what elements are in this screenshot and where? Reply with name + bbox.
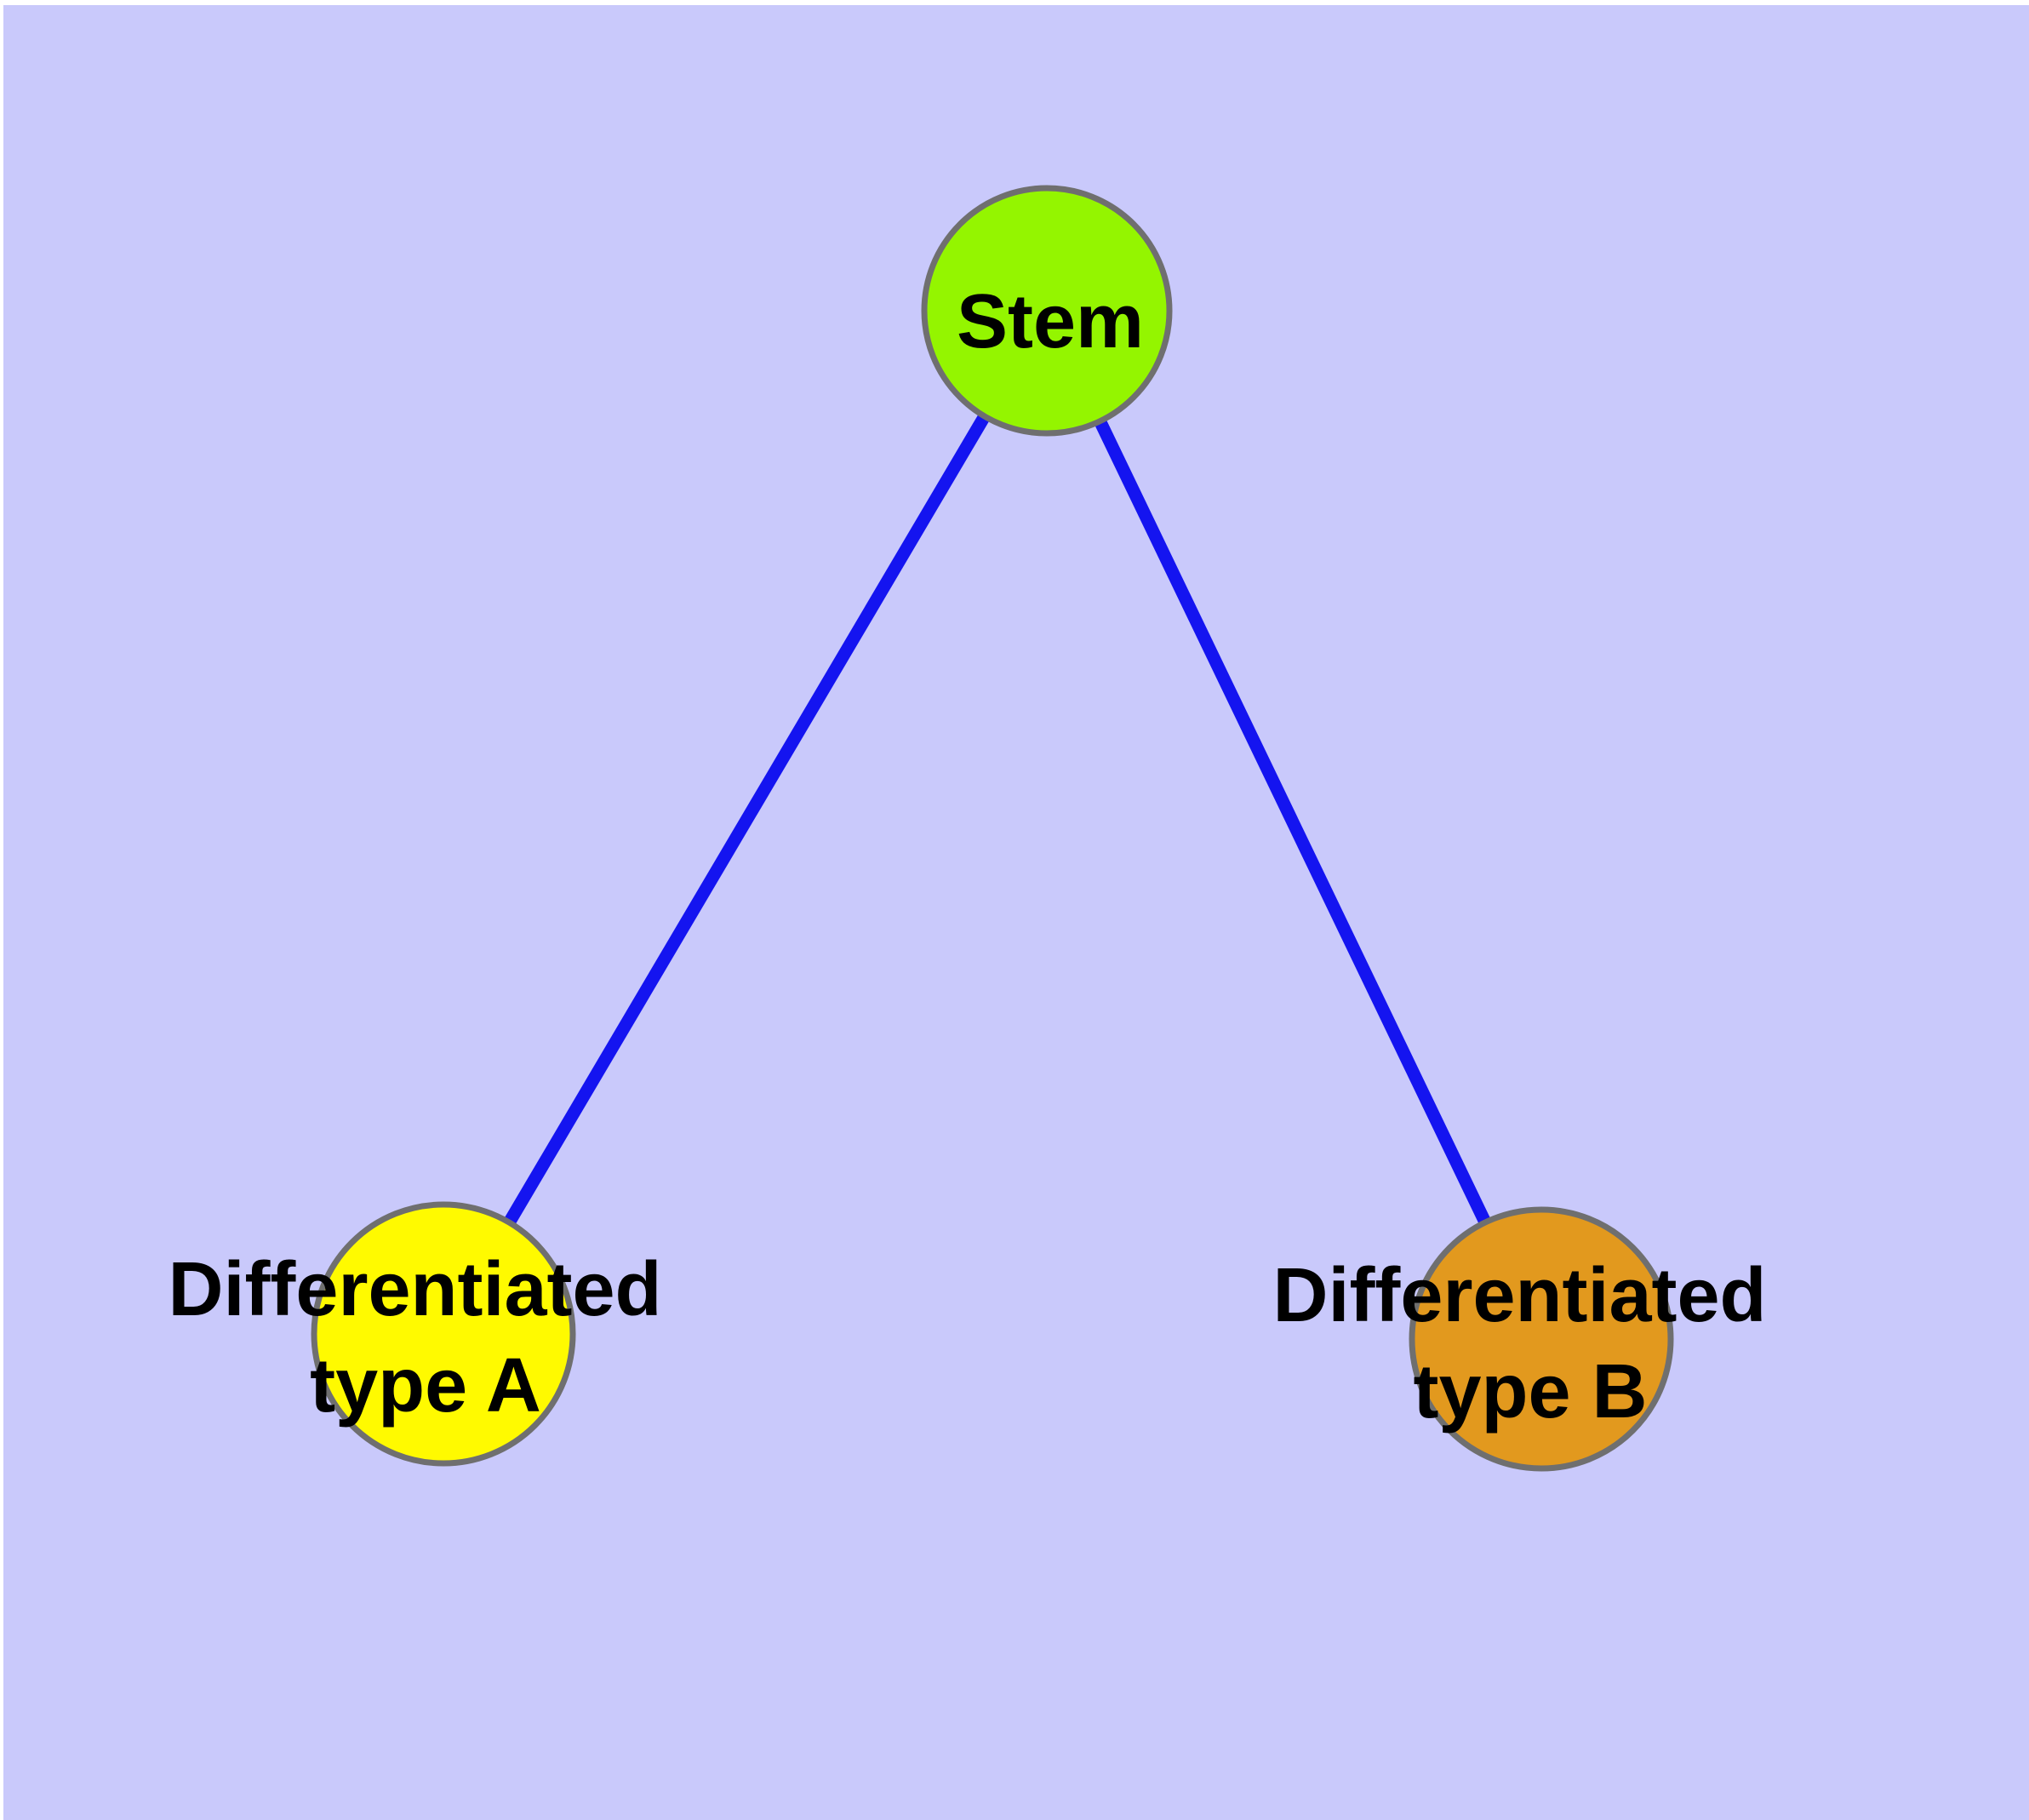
node-type-b-label-line1: Differentiated xyxy=(1272,1253,1766,1338)
node-stem-label: Stem xyxy=(957,279,1144,364)
node-type-b-circle xyxy=(1409,1206,1674,1472)
node-stem-label-line1: Stem xyxy=(957,279,1144,364)
node-type-b-label: Differentiated type B xyxy=(1272,1253,1787,1434)
node-stem-circle xyxy=(921,185,1173,437)
node-type-a-circle xyxy=(311,1201,576,1467)
node-type-b-label-line2: type B xyxy=(1413,1349,1647,1434)
node-type-a-label: Differentiated type A xyxy=(168,1247,683,1428)
node-type-a-label-line1: Differentiated xyxy=(168,1247,661,1332)
edge-stem-to-type-a xyxy=(437,307,1053,1337)
edge-stem-to-type-b xyxy=(1041,307,1547,1342)
node-type-a-label-line2: type A xyxy=(310,1343,541,1428)
